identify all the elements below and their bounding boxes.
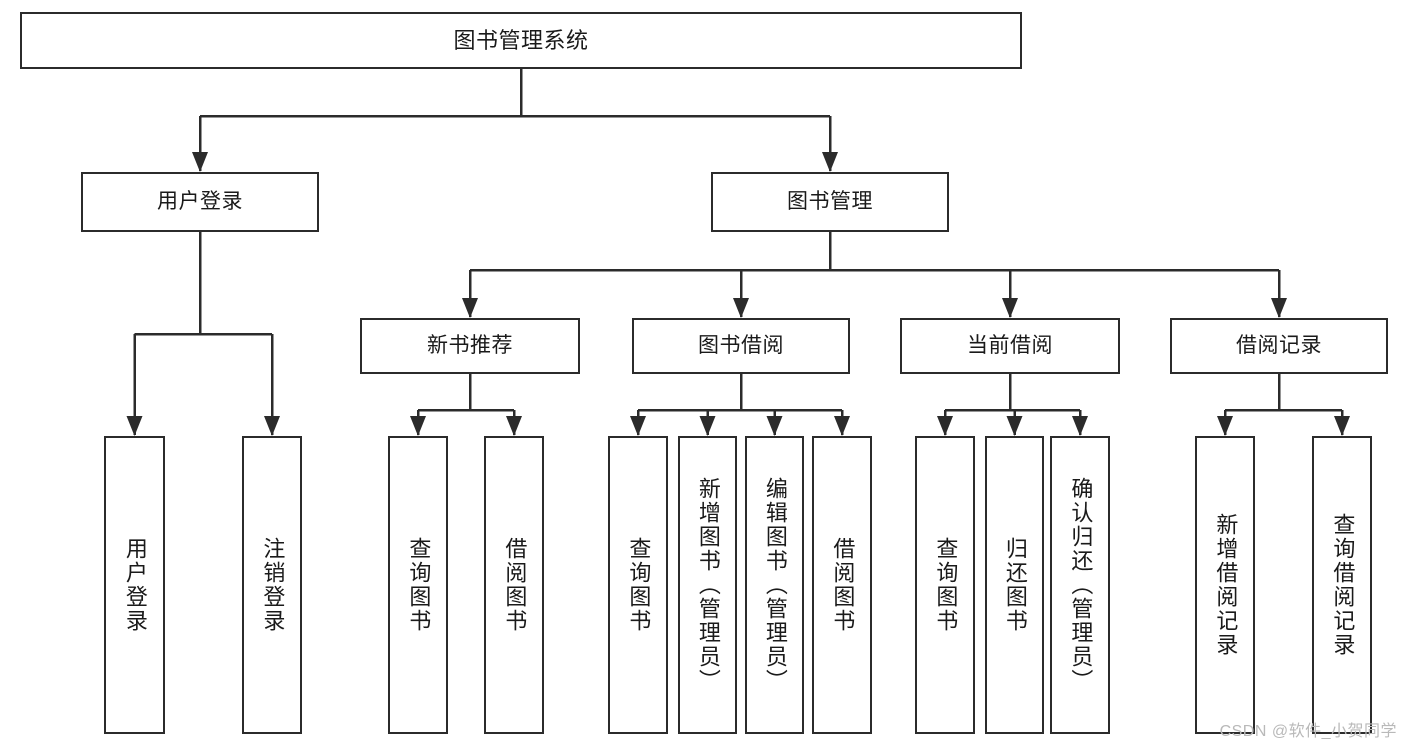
node-root[interactable]: 图书管理系统 [20, 12, 1022, 69]
leaf-current-confirm-return-label: 确认归还（管理员） [1068, 477, 1094, 693]
leaf-current-return-book-label: 归还图书 [1002, 537, 1028, 633]
leaf-user-logout[interactable]: 注销登录 [242, 436, 302, 734]
node-borrow-record-label: 借阅记录 [1236, 333, 1322, 357]
leaf-user-login-label: 用户登录 [122, 537, 148, 633]
leaf-record-add[interactable]: 新增借阅记录 [1195, 436, 1255, 734]
csdn-watermark: CSDN @软件_小贺同学 [1219, 723, 1397, 740]
leaf-current-confirm-return[interactable]: 确认归还（管理员） [1050, 436, 1110, 734]
leaf-borrow-edit-book[interactable]: 编辑图书（管理员） [745, 436, 804, 734]
node-new-book-recommend[interactable]: 新书推荐 [360, 318, 580, 374]
leaf-borrow-borrow-book[interactable]: 借阅图书 [812, 436, 872, 734]
leaf-borrow-borrow-book-label: 借阅图书 [830, 537, 856, 633]
leaf-current-query-book-label: 查询图书 [933, 537, 959, 633]
leaf-borrow-add-book-label: 新增图书（管理员） [695, 477, 721, 693]
leaf-user-logout-label: 注销登录 [260, 537, 286, 633]
node-book-manage[interactable]: 图书管理 [711, 172, 949, 232]
leaf-borrow-add-book[interactable]: 新增图书（管理员） [678, 436, 737, 734]
leaf-borrow-edit-book-label: 编辑图书（管理员） [762, 477, 788, 693]
leaf-user-login[interactable]: 用户登录 [104, 436, 165, 734]
leaf-borrow-query-book[interactable]: 查询图书 [608, 436, 668, 734]
leaf-record-query-label: 查询借阅记录 [1330, 513, 1356, 657]
node-user-login[interactable]: 用户登录 [81, 172, 319, 232]
leaf-current-query-book[interactable]: 查询图书 [915, 436, 975, 734]
node-book-manage-label: 图书管理 [787, 189, 873, 213]
node-new-book-recommend-label: 新书推荐 [427, 333, 513, 357]
node-user-login-label: 用户登录 [157, 189, 243, 213]
leaf-new-book-query-label: 查询图书 [406, 537, 432, 633]
node-current-borrow-label: 当前借阅 [967, 333, 1053, 357]
leaf-new-book-borrow-label: 借阅图书 [502, 537, 528, 633]
node-borrow-record[interactable]: 借阅记录 [1170, 318, 1388, 374]
leaf-current-return-book[interactable]: 归还图书 [985, 436, 1044, 734]
leaf-record-add-label: 新增借阅记录 [1213, 513, 1239, 657]
node-book-borrow-label: 图书借阅 [698, 333, 784, 357]
leaf-borrow-query-book-label: 查询图书 [626, 537, 652, 633]
leaf-new-book-query[interactable]: 查询图书 [388, 436, 448, 734]
node-root-label: 图书管理系统 [453, 27, 589, 53]
node-book-borrow[interactable]: 图书借阅 [632, 318, 850, 374]
leaf-record-query[interactable]: 查询借阅记录 [1312, 436, 1372, 734]
leaf-new-book-borrow[interactable]: 借阅图书 [484, 436, 544, 734]
node-current-borrow[interactable]: 当前借阅 [900, 318, 1120, 374]
